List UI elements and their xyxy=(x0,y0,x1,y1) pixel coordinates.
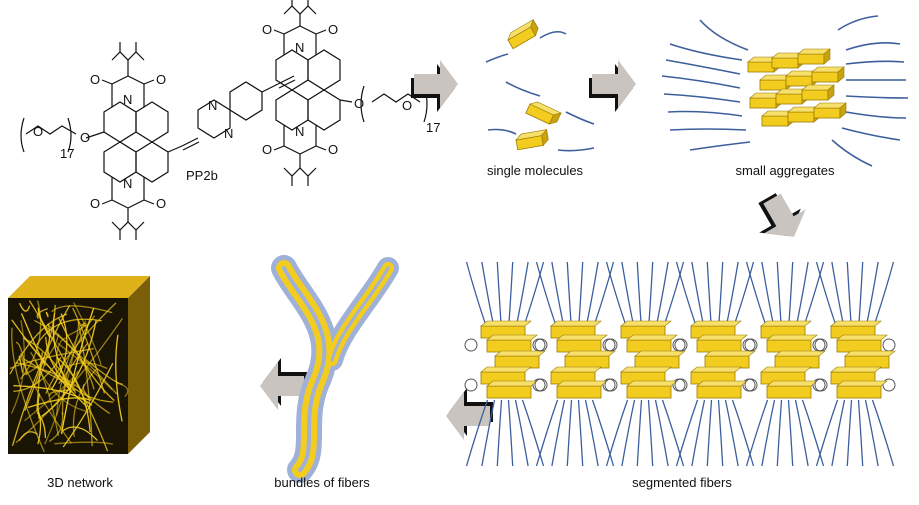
network-strand xyxy=(44,321,80,445)
network-strand xyxy=(45,302,117,394)
oxygen-atom: O xyxy=(33,124,43,139)
nitrogen-atom: N xyxy=(224,126,233,141)
label-3d-network: 3D network xyxy=(47,475,113,490)
network-strand xyxy=(57,342,113,391)
network-strand xyxy=(19,300,42,380)
network-strand xyxy=(62,378,114,403)
network-strand xyxy=(27,397,92,409)
label-single-molecules: single molecules xyxy=(486,163,584,178)
oxygen-atom: O xyxy=(156,196,166,211)
network-strand xyxy=(61,426,98,441)
network-strand xyxy=(54,441,114,445)
oxygen-atom: O xyxy=(262,142,272,157)
network-strand xyxy=(115,334,123,422)
network-strand xyxy=(36,318,102,346)
bundles-of-fibers-illustration xyxy=(271,255,399,483)
network-3d-cube xyxy=(8,276,150,454)
oxygen-atom: O xyxy=(402,98,412,113)
network-strand xyxy=(41,319,97,418)
oxygen-atom: O xyxy=(328,22,338,37)
single-molecule xyxy=(525,99,562,127)
oxygen-atom: O xyxy=(156,72,166,87)
process-arrow-icon xyxy=(589,60,636,112)
process-arrow-icon xyxy=(446,388,493,440)
label-small-aggregates: small aggregates xyxy=(735,163,835,178)
atom-labels: O O N O O N O O N N O O N O O N O O 17 1… xyxy=(33,22,440,211)
network-strand xyxy=(13,356,62,392)
network-strand xyxy=(37,393,41,419)
fiber-segment xyxy=(464,261,546,467)
network-strand xyxy=(72,368,97,437)
single-molecule xyxy=(514,129,550,151)
network-strand xyxy=(73,302,102,366)
repeat-count: 17 xyxy=(426,120,440,135)
fiber-segment xyxy=(674,261,756,467)
oxygen-atom: O xyxy=(262,22,272,37)
network-strand xyxy=(18,302,31,312)
network-strand xyxy=(22,334,60,377)
nitrogen-atom: N xyxy=(208,98,217,113)
network-strand xyxy=(23,337,77,394)
network-strand xyxy=(10,320,25,414)
network-strand xyxy=(49,389,77,397)
network-strand xyxy=(85,358,123,385)
network-strand xyxy=(11,327,45,453)
oxygen-atom: O xyxy=(90,196,100,211)
pp2b-chemical-structure xyxy=(20,0,428,240)
left-perylene-core xyxy=(20,42,200,240)
right-perylene-core xyxy=(273,0,428,186)
network-strand xyxy=(60,307,95,435)
label-bundles-of-fibers: bundles of fibers xyxy=(274,475,370,490)
fiber-segment xyxy=(604,261,686,467)
single-molecule xyxy=(505,19,542,50)
fiber-segment xyxy=(814,261,896,467)
network-strand xyxy=(51,313,68,390)
network-strand xyxy=(45,311,49,318)
fiber-segment xyxy=(744,261,826,467)
nitrogen-atom: N xyxy=(123,176,132,191)
network-strand xyxy=(13,385,93,406)
process-arrow-icon xyxy=(411,60,458,112)
segmented-fibers-illustration xyxy=(464,261,896,467)
nitrogen-atom: N xyxy=(295,124,304,139)
fiber-segment xyxy=(534,261,616,467)
network-strand xyxy=(72,307,106,394)
network-strand xyxy=(61,315,96,416)
network-strand xyxy=(48,412,64,442)
small-aggregates-illustration xyxy=(661,15,909,167)
network-strand xyxy=(11,319,88,408)
network-strand xyxy=(37,409,42,445)
network-strand xyxy=(11,304,71,446)
nitrogen-atom: N xyxy=(295,40,304,55)
network-strand xyxy=(77,319,93,447)
network-strand xyxy=(57,357,91,432)
molecule-name: PP2b xyxy=(186,168,218,183)
oxygen-atom: O xyxy=(328,142,338,157)
network-strand xyxy=(36,352,44,412)
oxygen-atom: O xyxy=(80,130,90,145)
repeat-count: 17 xyxy=(60,146,74,161)
oxygen-atom: O xyxy=(354,96,364,111)
nitrogen-atom: N xyxy=(123,92,132,107)
process-arrow-icon xyxy=(746,184,815,251)
aggregate-stack xyxy=(747,48,847,127)
network-strand xyxy=(36,307,49,320)
network-strand xyxy=(19,353,72,444)
label-segmented-fibers: segmented fibers xyxy=(632,475,732,490)
network-strand xyxy=(67,323,89,337)
network-strand xyxy=(62,362,114,448)
network-strand xyxy=(46,323,118,395)
network-strand xyxy=(58,318,115,402)
single-molecules-illustration xyxy=(485,30,595,152)
oxygen-atom: O xyxy=(90,72,100,87)
